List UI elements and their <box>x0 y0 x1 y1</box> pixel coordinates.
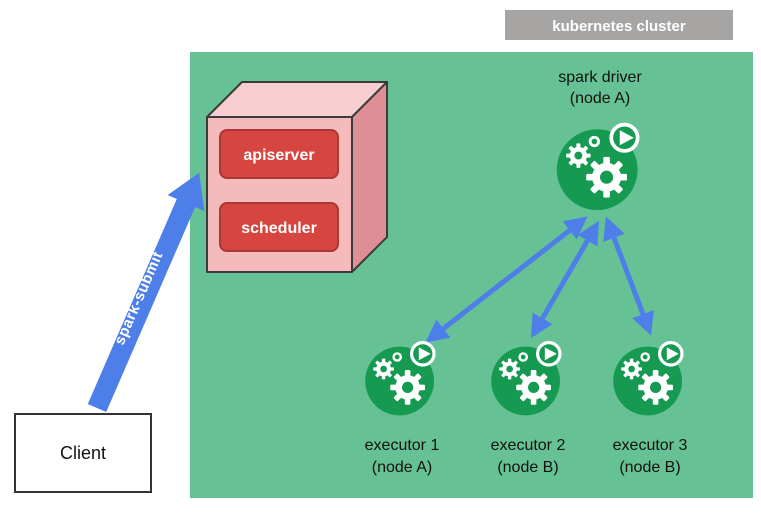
driver-executor-arrows <box>425 216 654 343</box>
client-box <box>14 413 152 493</box>
executor-1-title: executor 1 <box>365 437 440 454</box>
cluster-label: kubernetes cluster <box>552 18 686 35</box>
executor-2-title: executor 2 <box>491 437 566 454</box>
executor-3-subtitle: (node B) <box>619 459 680 476</box>
apiserver-box <box>219 129 339 179</box>
executor-3-title: executor 3 <box>613 437 688 454</box>
scheduler-box <box>219 202 339 252</box>
executor-2-subtitle: (node B) <box>497 459 558 476</box>
spark-driver-title: spark driver <box>558 69 642 86</box>
client-label: Client <box>60 443 106 463</box>
cube-right-face <box>351 81 388 273</box>
spark-driver-subtitle: (node A) <box>570 90 630 107</box>
scheduler-label: scheduler <box>241 220 317 237</box>
arrow-driver-executor-3 <box>603 216 654 336</box>
executor-1-subtitle: (node A) <box>372 459 432 476</box>
apiserver-label: apiserver <box>243 147 314 164</box>
spark-submit-arrow <box>87 172 205 412</box>
cluster-label-bar <box>505 10 733 40</box>
arrow-driver-executor-2 <box>530 220 600 339</box>
